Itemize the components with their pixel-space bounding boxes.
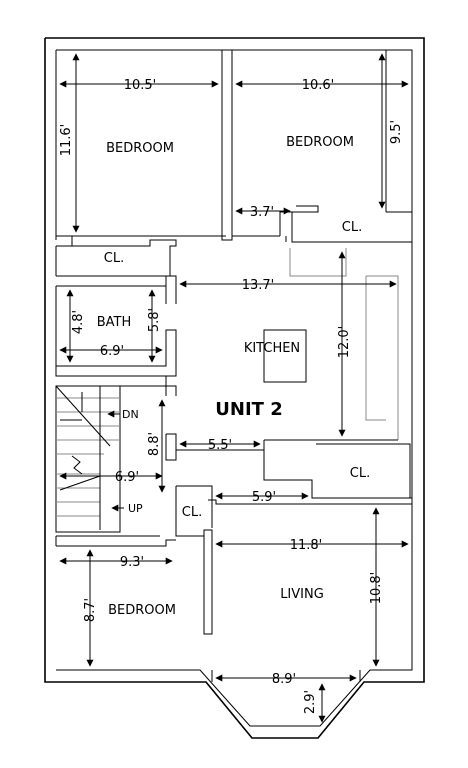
room-label-closet-right: CL.: [342, 220, 362, 235]
dim-bay-depth: 2.9': [303, 690, 318, 714]
room-label-bedroom-top-right: BEDROOM: [286, 135, 354, 150]
dim-bath-height-b: 5.8': [147, 308, 162, 332]
dim-kitchen-width: 13.7': [242, 278, 275, 293]
room-label-closet-kitchen: CL.: [350, 466, 370, 481]
room-label-closet-left: CL.: [104, 251, 124, 266]
dim-bay-width: 8.9': [272, 672, 296, 687]
stair-label-down: DN: [122, 408, 139, 421]
dim-living-height: 10.8': [369, 572, 384, 605]
dim-bath-height-a: 4.8': [71, 310, 86, 334]
dim-stair-width: 6.9': [115, 470, 139, 485]
room-label-bath: BATH: [97, 315, 132, 330]
dim-stair-height: 8.8': [147, 432, 162, 456]
room-label-bedroom-top-left: BEDROOM: [106, 141, 174, 156]
dim-bed-tr-width: 10.6': [302, 78, 335, 93]
room-label-bedroom-bottom: BEDROOM: [108, 603, 176, 618]
dim-living-width: 11.8': [290, 538, 323, 553]
dim-hall-gap: 3.7': [250, 205, 274, 220]
interior-walls: [55, 49, 412, 635]
dim-bed-b-width: 9.3': [120, 555, 144, 570]
exterior-walls: [44, 37, 425, 739]
dim-kitchen-height: 12.0': [337, 326, 352, 359]
room-label-living: LIVING: [280, 587, 324, 602]
unit-title: UNIT 2: [215, 399, 282, 420]
dim-bed-tr-height: 9.5': [389, 120, 404, 144]
dim-kitchen-lower: 5.5': [208, 438, 232, 453]
stair-label-up: UP: [128, 502, 143, 515]
dim-bed-tl-width: 10.5': [124, 78, 157, 93]
dim-bed-b-height: 8.7': [83, 598, 98, 622]
room-label-closet-living: CL.: [182, 505, 202, 520]
dimension-lines: [59, 53, 409, 723]
room-label-kitchen: KITCHEN: [244, 341, 300, 356]
dim-bath-width: 6.9': [100, 344, 124, 359]
dim-bed-tl-height: 11.6': [59, 124, 74, 157]
dim-closet-width: 5.9': [252, 490, 276, 505]
